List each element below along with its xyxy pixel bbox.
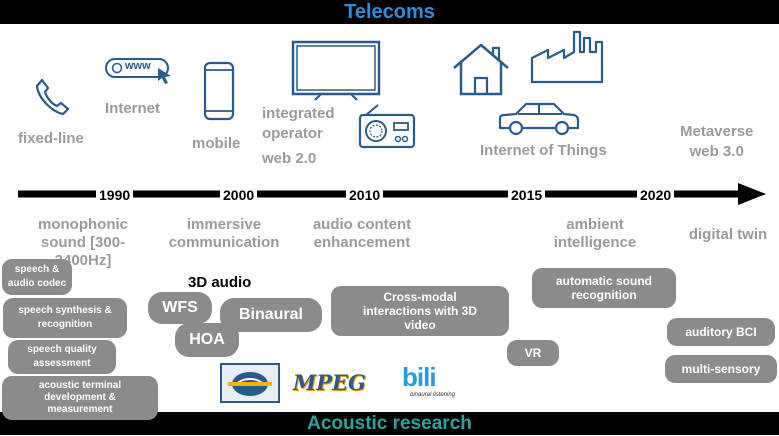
era-ambient: ambient intelligence [553, 216, 637, 251]
year-2015: 2015 [508, 187, 546, 203]
bili-logo-subtext: binaural listening [410, 392, 456, 398]
mpeg-logo-text: MPEG [293, 370, 366, 395]
year-2000: 2000 [220, 187, 258, 203]
pill-speech-codec: speech & audio codec [2, 259, 72, 295]
era-digital-twin: digital twin [688, 226, 768, 243]
factory-icon [530, 30, 604, 84]
iot-label: Internet of Things [480, 142, 607, 159]
mobile-phone-icon [203, 61, 235, 121]
internet-label: Internet [105, 100, 161, 117]
pill-vr: VR [507, 340, 559, 366]
pill-wfs: WFS [148, 292, 212, 324]
pill-auditory-bci: auditory BCI [667, 318, 775, 346]
metaverse-label: Metaverse web 3.0 [680, 123, 754, 160]
pill-auto-sound: automatic sound recognition [532, 268, 676, 308]
mobile-label: mobile [192, 135, 241, 152]
integrated-operator-label: integrated operator [262, 105, 335, 142]
logo-mpeg: MPEG [293, 370, 366, 395]
year-2020: 2020 [637, 187, 675, 203]
pill-multi-sensory: multi-sensory [665, 355, 777, 383]
era-audio-content: audio content enhancement [312, 216, 412, 251]
pill-speech-quality: speech quality assessment [8, 340, 116, 374]
era-immersive: immersive communication [168, 216, 280, 251]
telecoms-header: Telecoms [0, 0, 779, 24]
pill-acoustic-terminal: acoustic terminal development & measurem… [2, 376, 158, 420]
pill-hoa: HOA [175, 323, 239, 357]
phone-icon [35, 78, 70, 116]
acoustic-research-footer: Acoustic research [0, 412, 779, 435]
pill-cross-modal: Cross-modal interactions with 3D video [331, 286, 509, 336]
pill-speech-synthesis: speech synthesis & recognition [3, 298, 127, 338]
tv-screen-icon [291, 40, 381, 101]
car-icon [498, 102, 580, 136]
web2-label: web 2.0 [262, 150, 317, 167]
year-1990: 1990 [96, 187, 134, 203]
logo-bili: bili binaural listening [398, 362, 468, 406]
house-icon [453, 43, 509, 96]
year-2010: 2010 [346, 187, 384, 203]
bili-logo-text: bili [402, 362, 437, 392]
logo-badge [220, 363, 280, 403]
www-label: www [125, 60, 151, 72]
audio3d-title: 3D audio [188, 274, 252, 291]
radio-icon [358, 104, 416, 149]
fixed-line-label: fixed-line [18, 130, 84, 147]
www-browser-icon: www [105, 58, 171, 84]
pill-binaural: Binaural [220, 298, 322, 332]
